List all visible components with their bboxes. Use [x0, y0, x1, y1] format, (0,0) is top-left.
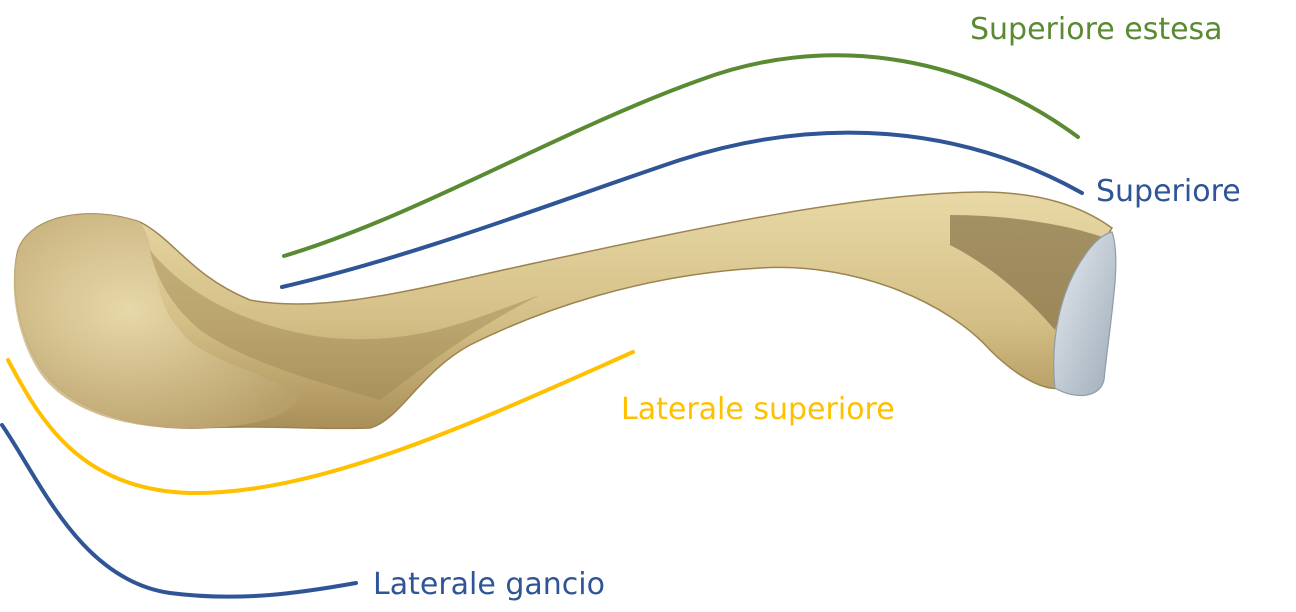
- label-superiore: Superiore: [1096, 174, 1241, 210]
- curve-laterale-gancio: [2, 425, 356, 597]
- label-laterale-superiore: Laterale superiore: [621, 392, 895, 428]
- label-laterale-gancio: Laterale gancio: [373, 567, 605, 603]
- label-superiore-estesa: Superiore estesa: [970, 12, 1223, 48]
- clavicle-bone-illustration: [14, 192, 1116, 428]
